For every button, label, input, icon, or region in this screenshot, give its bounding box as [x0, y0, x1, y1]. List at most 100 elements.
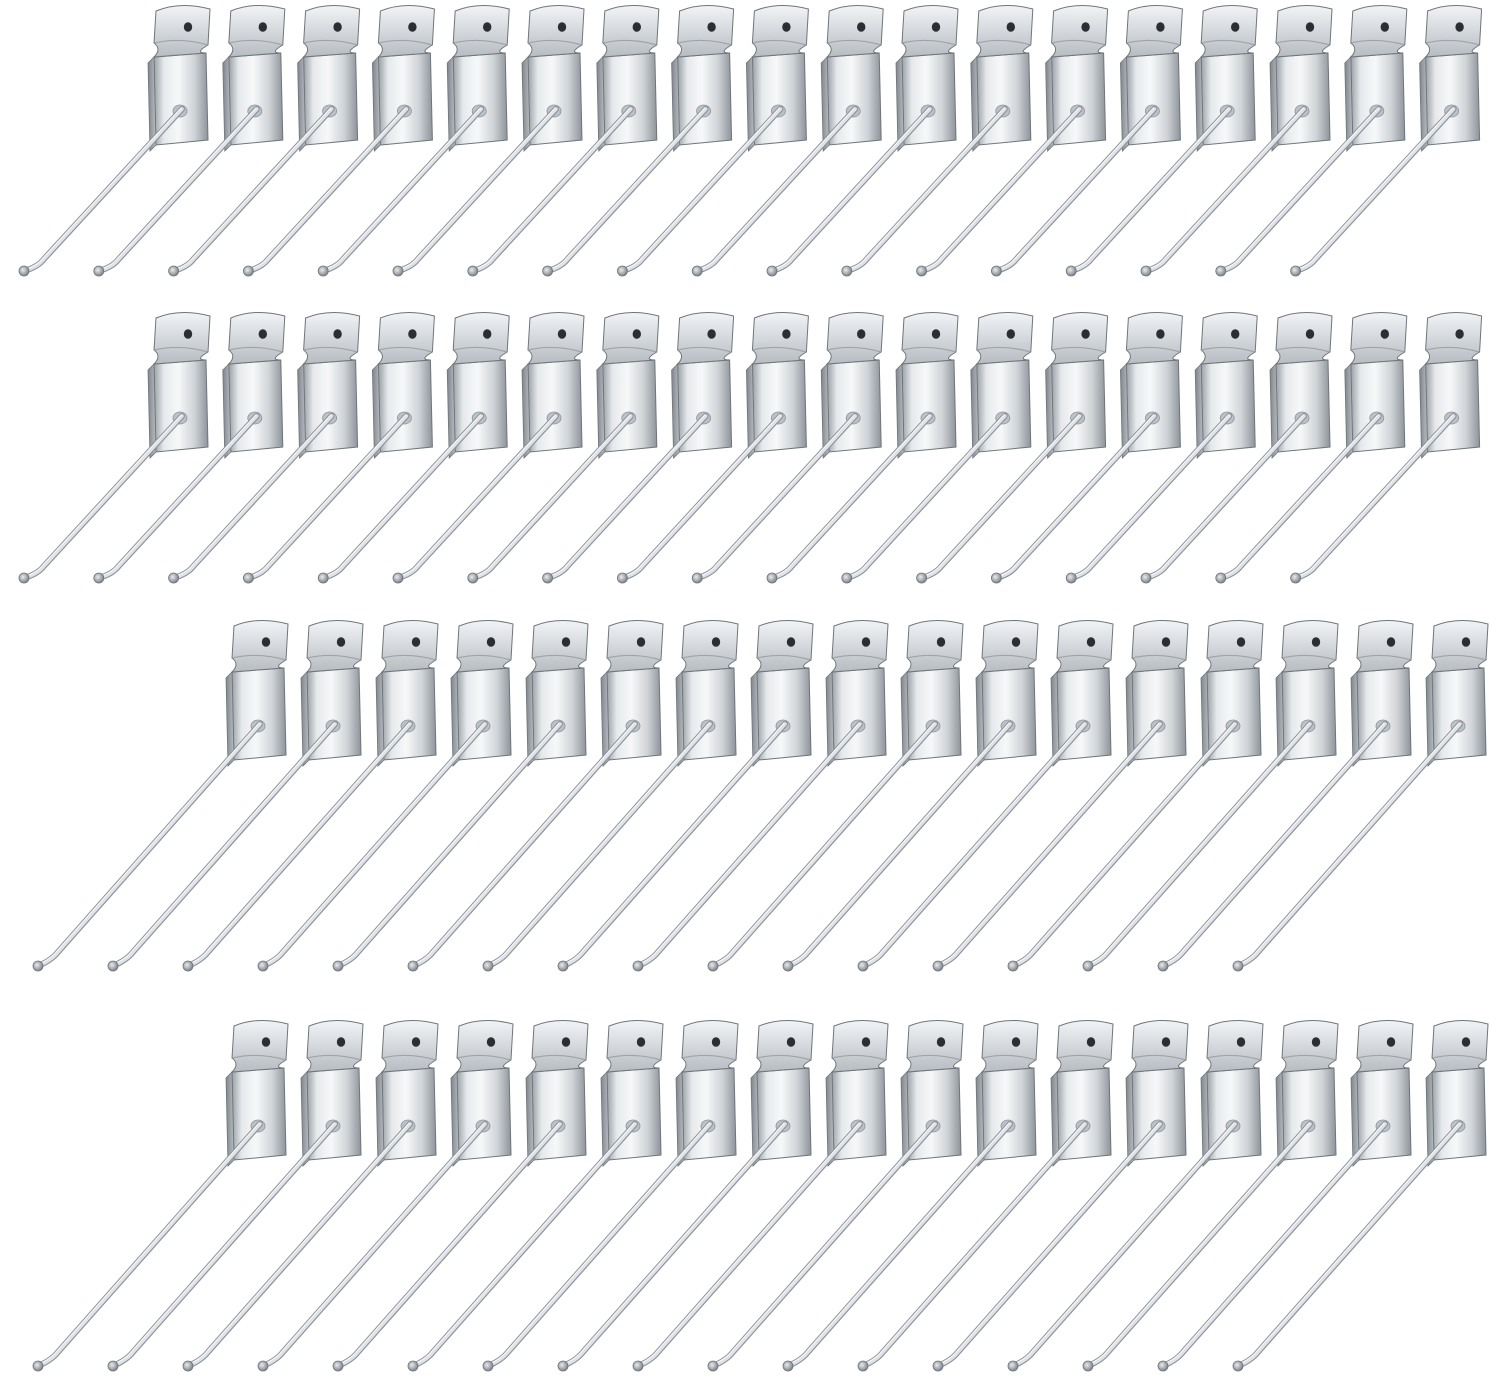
hook-lip-crease: [1126, 346, 1181, 353]
hook-top-lip: [377, 5, 435, 58]
slatwall-hook: [542, 312, 735, 584]
hook-plate-side: [975, 671, 985, 767]
hook-lip-crease: [378, 39, 433, 46]
hook-lip-crease: [906, 1054, 962, 1061]
hook-top-lip: [1205, 1020, 1264, 1073]
hook-top-lip: [751, 312, 809, 365]
hook-plate-side: [1344, 363, 1354, 459]
hook-wire-tip: [1290, 265, 1301, 277]
hook-lip-crease: [306, 1054, 362, 1061]
hook-plate-side: [1425, 671, 1435, 767]
hook-mounting-hole: [632, 22, 641, 32]
hook-wire-tip: [332, 960, 344, 972]
hook-lip-crease: [606, 654, 662, 661]
slatwall-hook: [168, 312, 361, 584]
hook-top-lip: [975, 5, 1034, 58]
hook-plate-side: [1275, 671, 1285, 767]
hook-lip-crease: [976, 39, 1031, 46]
hook-lip-crease: [1425, 346, 1480, 353]
hook-row-4: [32, 1020, 1489, 1372]
slatwall-hook: [1215, 5, 1408, 277]
hook-wire-tip: [1007, 1360, 1019, 1372]
hook-mounting-hole: [1086, 1037, 1096, 1047]
hook-plate-side: [745, 363, 755, 459]
hook-plate-side: [525, 1071, 535, 1167]
hook-mounting-hole: [1086, 637, 1096, 647]
hook-wire-tip: [467, 265, 479, 277]
hook-row-3: [32, 620, 1489, 972]
hook-top-lip: [380, 1020, 439, 1073]
hook-plate-side: [1045, 56, 1055, 152]
hook-top-lip: [1430, 1020, 1489, 1073]
hook-lip-crease: [153, 39, 209, 46]
hook-plate-side: [900, 1071, 910, 1167]
hook-lip-crease: [456, 1054, 512, 1061]
hook-plate-side: [446, 56, 456, 152]
hook-wire-tip: [392, 572, 404, 584]
hook-wire-tip: [707, 1360, 719, 1372]
hook-mounting-hole: [782, 329, 791, 339]
hook-mounting-hole: [857, 22, 866, 32]
hook-mounting-hole: [408, 329, 417, 339]
hook-lip-crease: [981, 1054, 1037, 1061]
slatwall-hook: [257, 620, 514, 972]
hook-mounting-hole: [1311, 1037, 1321, 1047]
hook-plate-side: [900, 671, 910, 767]
hook-wire-tip: [407, 960, 419, 972]
hook-lip-crease: [1350, 39, 1405, 46]
hook-mounting-hole: [1081, 329, 1090, 339]
hook-lip-crease: [1281, 654, 1337, 661]
hook-lip-crease: [1356, 1054, 1412, 1061]
slatwall-hook: [107, 620, 364, 972]
hook-plate-side: [297, 363, 307, 459]
hook-wire-tip: [407, 1360, 419, 1372]
hook-mounting-hole: [1461, 1037, 1471, 1047]
slatwall-hook: [557, 1020, 814, 1372]
slatwall-hook: [1065, 5, 1258, 277]
hook-wire-tip: [93, 265, 105, 277]
hook-top-lip: [455, 620, 514, 673]
hook-mounting-hole: [786, 637, 796, 647]
hook-lip-crease: [677, 346, 732, 353]
hook-mounting-hole: [707, 22, 716, 32]
hook-lip-crease: [606, 1054, 662, 1061]
slatwall-hook: [482, 620, 739, 972]
slatwall-hook: [1232, 620, 1489, 972]
hook-mounting-hole: [707, 329, 716, 339]
hook-top-lip: [526, 312, 585, 365]
hook-wire-tip: [557, 1360, 569, 1372]
hook-mounting-hole: [1011, 1037, 1021, 1047]
hook-top-lip: [305, 1020, 364, 1073]
hook-top-lip: [1349, 312, 1408, 365]
hook-mounting-hole: [411, 1037, 421, 1047]
slatwall-hook: [691, 5, 884, 277]
hook-lip-crease: [228, 346, 283, 353]
hook-plate-side: [375, 1071, 385, 1167]
hook-plate-side: [970, 363, 980, 459]
hook-lip-crease: [752, 346, 807, 353]
hook-plate-side: [450, 671, 460, 767]
hook-mounting-hole: [1081, 22, 1090, 32]
hook-plate-side: [1344, 56, 1354, 152]
slatwall-hook: [332, 620, 589, 972]
hook-top-lip: [302, 312, 361, 365]
hook-mounting-hole: [1161, 637, 1171, 647]
hook-top-lip: [1205, 620, 1264, 673]
slatwall-hook: [93, 312, 286, 584]
hook-lip-crease: [303, 39, 358, 46]
hook-top-lip: [1055, 1020, 1114, 1073]
hook-plate-side: [1050, 1071, 1060, 1167]
hook-lip-crease: [827, 346, 882, 353]
hook-lip-crease: [1056, 1054, 1112, 1061]
hook-mounting-hole: [931, 329, 941, 339]
hook-mounting-hole: [1161, 1037, 1171, 1047]
hook-plate-side: [525, 671, 535, 767]
hook-mounting-hole: [632, 329, 641, 339]
hook-wire-tip: [782, 1360, 794, 1372]
hook-top-lip: [377, 312, 435, 365]
hook-wire-tip: [93, 572, 105, 584]
hook-wire-tip: [1082, 960, 1094, 972]
hook-wire-tip: [617, 265, 628, 277]
hook-wire-tip: [542, 572, 553, 584]
